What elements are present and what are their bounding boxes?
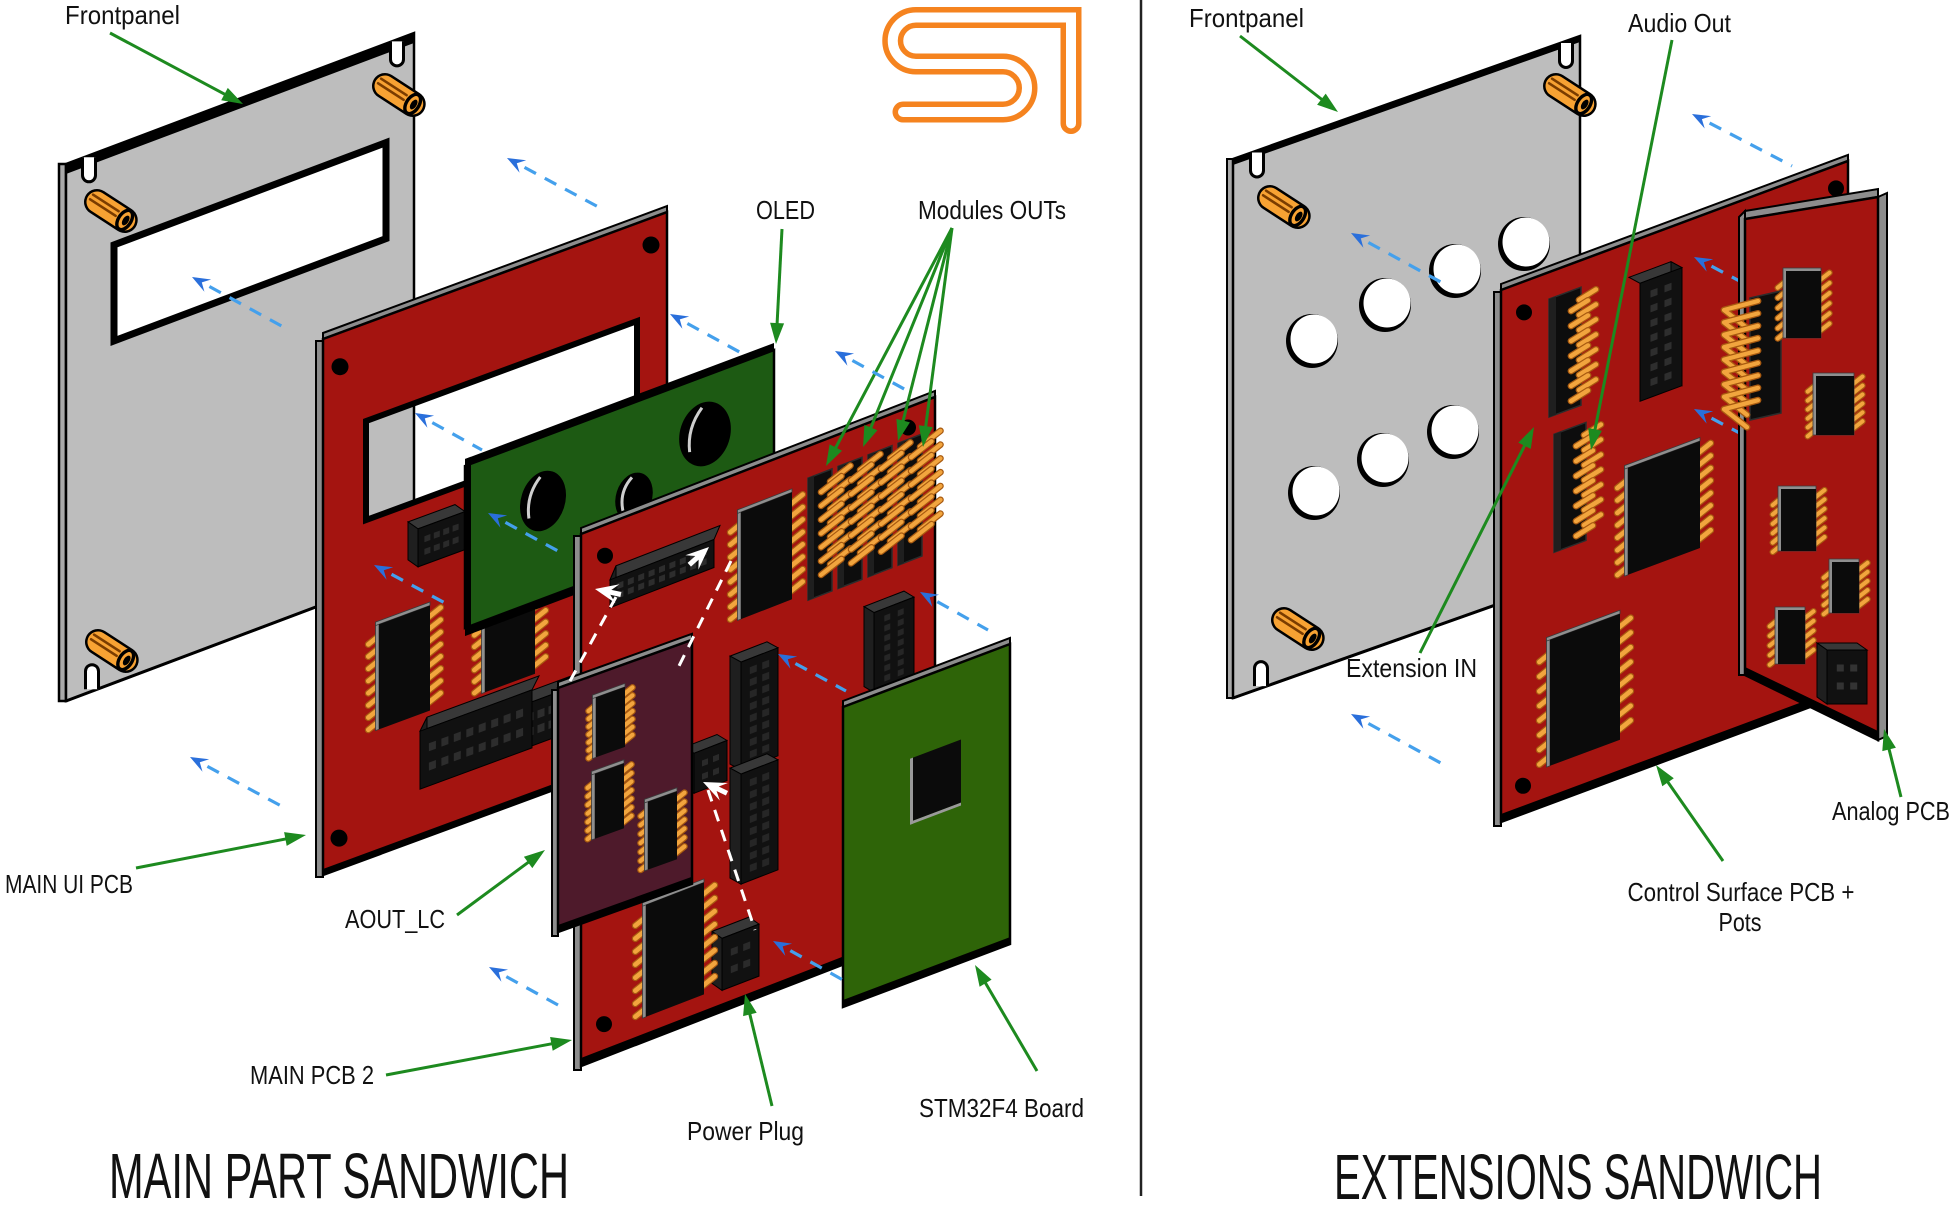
svg-text:Extension IN: Extension IN — [1346, 653, 1477, 683]
svg-text:Audio Out: Audio Out — [1628, 8, 1732, 38]
svg-text:Control Surface PCB +: Control Surface PCB + — [1628, 877, 1855, 907]
svg-text:Frontpanel: Frontpanel — [65, 0, 180, 30]
svg-text:MAIN PCB 2: MAIN PCB 2 — [250, 1060, 374, 1090]
svg-text:Power Plug: Power Plug — [687, 1116, 804, 1146]
svg-text:OLED: OLED — [756, 195, 815, 225]
svg-text:MAIN PART SANDWICH: MAIN PART SANDWICH — [109, 1140, 569, 1208]
svg-text:Modules OUTs: Modules OUTs — [918, 195, 1066, 225]
svg-text:AOUT_LC: AOUT_LC — [345, 904, 445, 934]
svg-text:STM32F4 Board: STM32F4 Board — [919, 1093, 1084, 1123]
svg-text:Analog PCB: Analog PCB — [1832, 796, 1950, 826]
svg-text:Pots: Pots — [1719, 907, 1762, 937]
svg-text:MAIN UI PCB: MAIN UI PCB — [5, 869, 133, 899]
svg-text:EXTENSIONS SANDWICH: EXTENSIONS SANDWICH — [1334, 1141, 1822, 1208]
svg-text:Frontpanel: Frontpanel — [1189, 3, 1304, 33]
